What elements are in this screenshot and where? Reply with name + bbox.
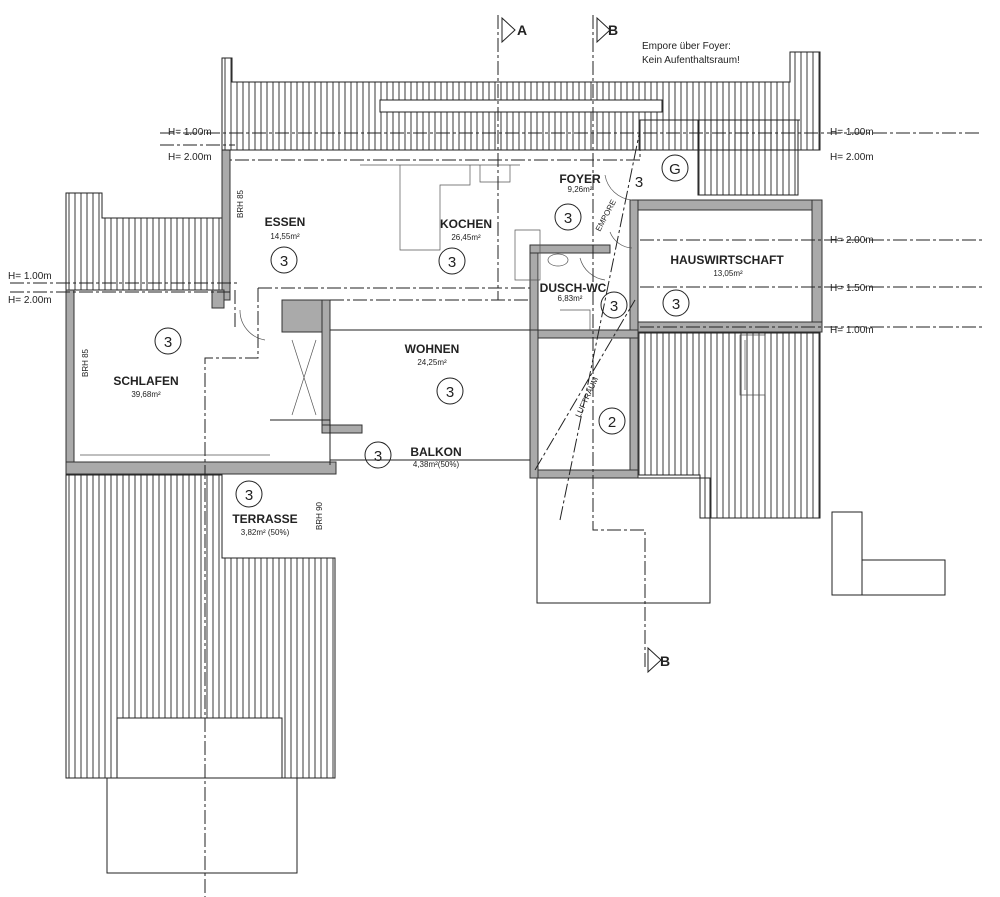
note-line-1: Empore über Foyer: [642,41,731,52]
svg-text:3,82m² (50%): 3,82m² (50%) [241,528,290,537]
roof-bottom-left [65,474,336,779]
svg-text:26,45m²: 26,45m² [451,233,481,242]
height-label: H= 1.00m [168,127,212,138]
room-foyer: FOYER 9,26m² 3 [554,172,601,231]
section-line-b [592,15,646,670]
height-label: H= 1.00m [830,127,874,138]
section-marker-a: A [501,16,527,44]
svg-text:24,25m²: 24,25m² [417,358,447,367]
svg-text:KOCHEN: KOCHEN [440,217,492,231]
brh-terrasse: BRH 90 [315,501,324,530]
room-dusch-wc: DUSCH-WC 6,83m² 3 [540,281,628,319]
height-label: H= 1.00m [8,271,52,282]
svg-text:4,38m²(50%): 4,38m²(50%) [413,460,460,469]
svg-text:ESSEN: ESSEN [265,215,306,229]
svg-text:3: 3 [374,448,382,465]
svg-text:EMPORE: EMPORE [594,198,618,233]
room-garage: G [661,154,689,182]
section-marker-b-bottom: B [647,646,670,674]
svg-text:39,68m²: 39,68m² [131,390,161,399]
room-terrasse: 3 TERRASSE 3,82m² (50%) [232,480,298,537]
svg-text:3: 3 [448,254,456,271]
room-balkon: 3 BALKON 4,38m²(50%) [364,441,462,469]
brh-essen: BRH 85 [236,189,245,218]
svg-text:6,83m²: 6,83m² [558,294,583,303]
svg-text:3: 3 [446,384,454,401]
height-label: H= 2.00m [830,152,874,163]
stair-garage [697,119,799,196]
svg-text:3: 3 [280,253,288,270]
svg-text:3: 3 [635,174,643,191]
room-schlafen: 3 SCHLAFEN 39,68m² [113,327,182,399]
svg-text:BALKON: BALKON [410,445,461,459]
svg-text:3: 3 [245,487,253,504]
svg-text:B: B [608,22,618,38]
svg-text:DUSCH-WC: DUSCH-WC [540,281,607,295]
svg-text:B: B [660,653,670,669]
svg-text:3: 3 [564,210,572,227]
height-label: H= 1.00m [830,325,874,336]
svg-text:A: A [517,22,527,38]
room-hauswirtschaft: HAUSWIRTSCHAFT 13,05m² 3 [662,253,784,317]
svg-text:FOYER: FOYER [559,172,601,186]
svg-text:SCHLAFEN: SCHLAFEN [113,374,178,388]
svg-text:TERRASSE: TERRASSE [232,512,297,526]
room-luftraum: LUFTRAUM 2 [574,375,626,435]
note-line-2: Kein Aufenthaltsraum! [642,55,740,66]
svg-text:WOHNEN: WOHNEN [405,342,460,356]
height-label: H= 2.00m [168,152,212,163]
svg-text:3: 3 [610,298,618,315]
room-wohnen: WOHNEN 24,25m² 3 [405,342,464,405]
height-label: H= 2.00m [8,295,52,306]
svg-text:3: 3 [164,334,172,351]
svg-text:13,05m²: 13,05m² [713,269,743,278]
svg-text:2: 2 [608,414,616,431]
brh-schlafen: BRH 85 [81,348,90,377]
svg-text:14,55m²: 14,55m² [270,232,300,241]
svg-text:3: 3 [672,296,680,313]
roof-right [636,332,821,519]
room-essen: ESSEN 14,55m² 3 [265,215,306,274]
section-marker-b-top: B [596,16,618,44]
wall-essen-left [221,149,231,301]
svg-text:HAUSWIRTSCHAFT: HAUSWIRTSCHAFT [670,253,784,267]
svg-text:9,26m²: 9,26m² [568,185,593,194]
height-label: H= 1.50m [830,283,874,294]
roof-left-wing [65,192,223,291]
height-label: H= 2.00m [830,235,874,246]
svg-text:G: G [669,161,681,178]
room-kochen: KOCHEN 26,45m² 3 [438,217,492,275]
